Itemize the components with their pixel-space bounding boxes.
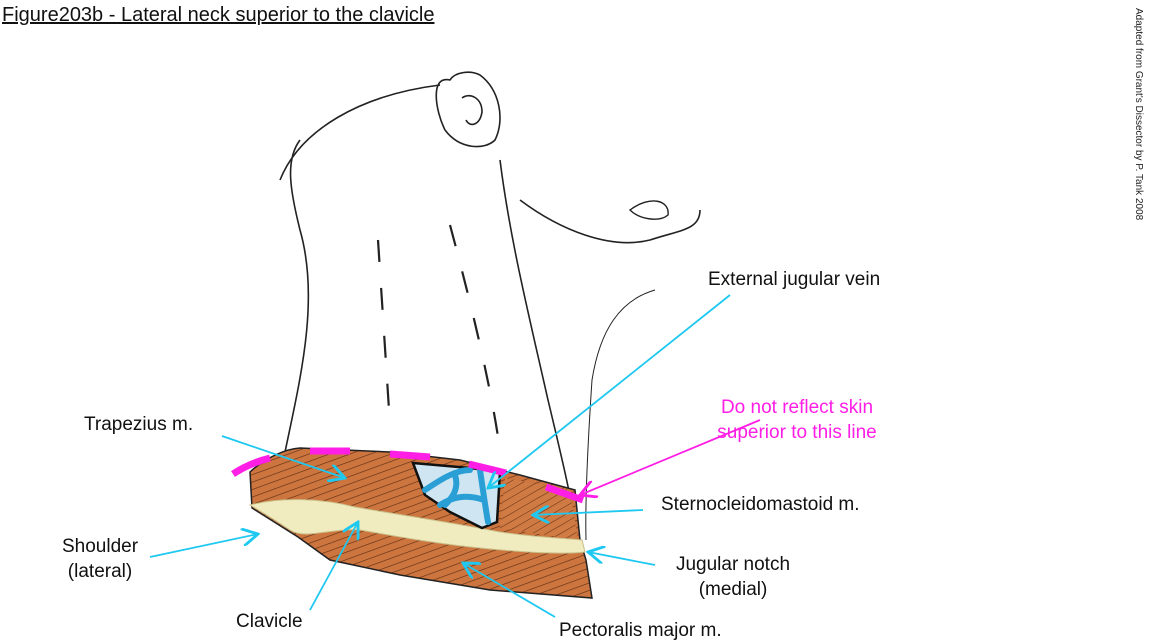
label-shoulder-line2: (lateral) [67,561,133,582]
pectoralis-arrow [463,563,556,618]
label-pectoralis: Pectoralis major m. [559,620,722,641]
label-jugular-notch-line2: (medial) [698,579,768,600]
ear-icon [435,71,501,148]
figure-title: Figure203b - Lateral neck superior to th… [2,4,435,26]
external-jugular-vein-arrow [488,294,731,488]
sternocleidomastoid-arrow [533,510,644,515]
label-clavicle: Clavicle [236,611,303,632]
label-warning-line1: Do not reflect skin [720,397,874,418]
label-shoulder-line1: Shoulder [61,536,139,557]
clavicle-arrow [309,522,358,611]
clavicle-bone [248,499,586,554]
label-trapezius: Trapezius m. [84,414,194,435]
label-sternocleidomastoid: Sternocleidomastoid m. [661,494,860,515]
trapezius-arrow [221,435,345,478]
skin-dashed-lines [376,224,502,451]
label-warning-line2: superior to this line [717,422,877,443]
attribution: Adapted from Grant's Dissector by P. Tan… [1133,8,1144,221]
label-jugular-notch-line1: Jugular notch [675,554,791,575]
jugular-notch-arrow [588,552,656,566]
external-jugular-vein [422,467,491,525]
shoulder-arrow [149,534,258,558]
label-external-jugular-vein: External jugular vein [708,269,881,290]
warning-arrow [580,419,761,495]
